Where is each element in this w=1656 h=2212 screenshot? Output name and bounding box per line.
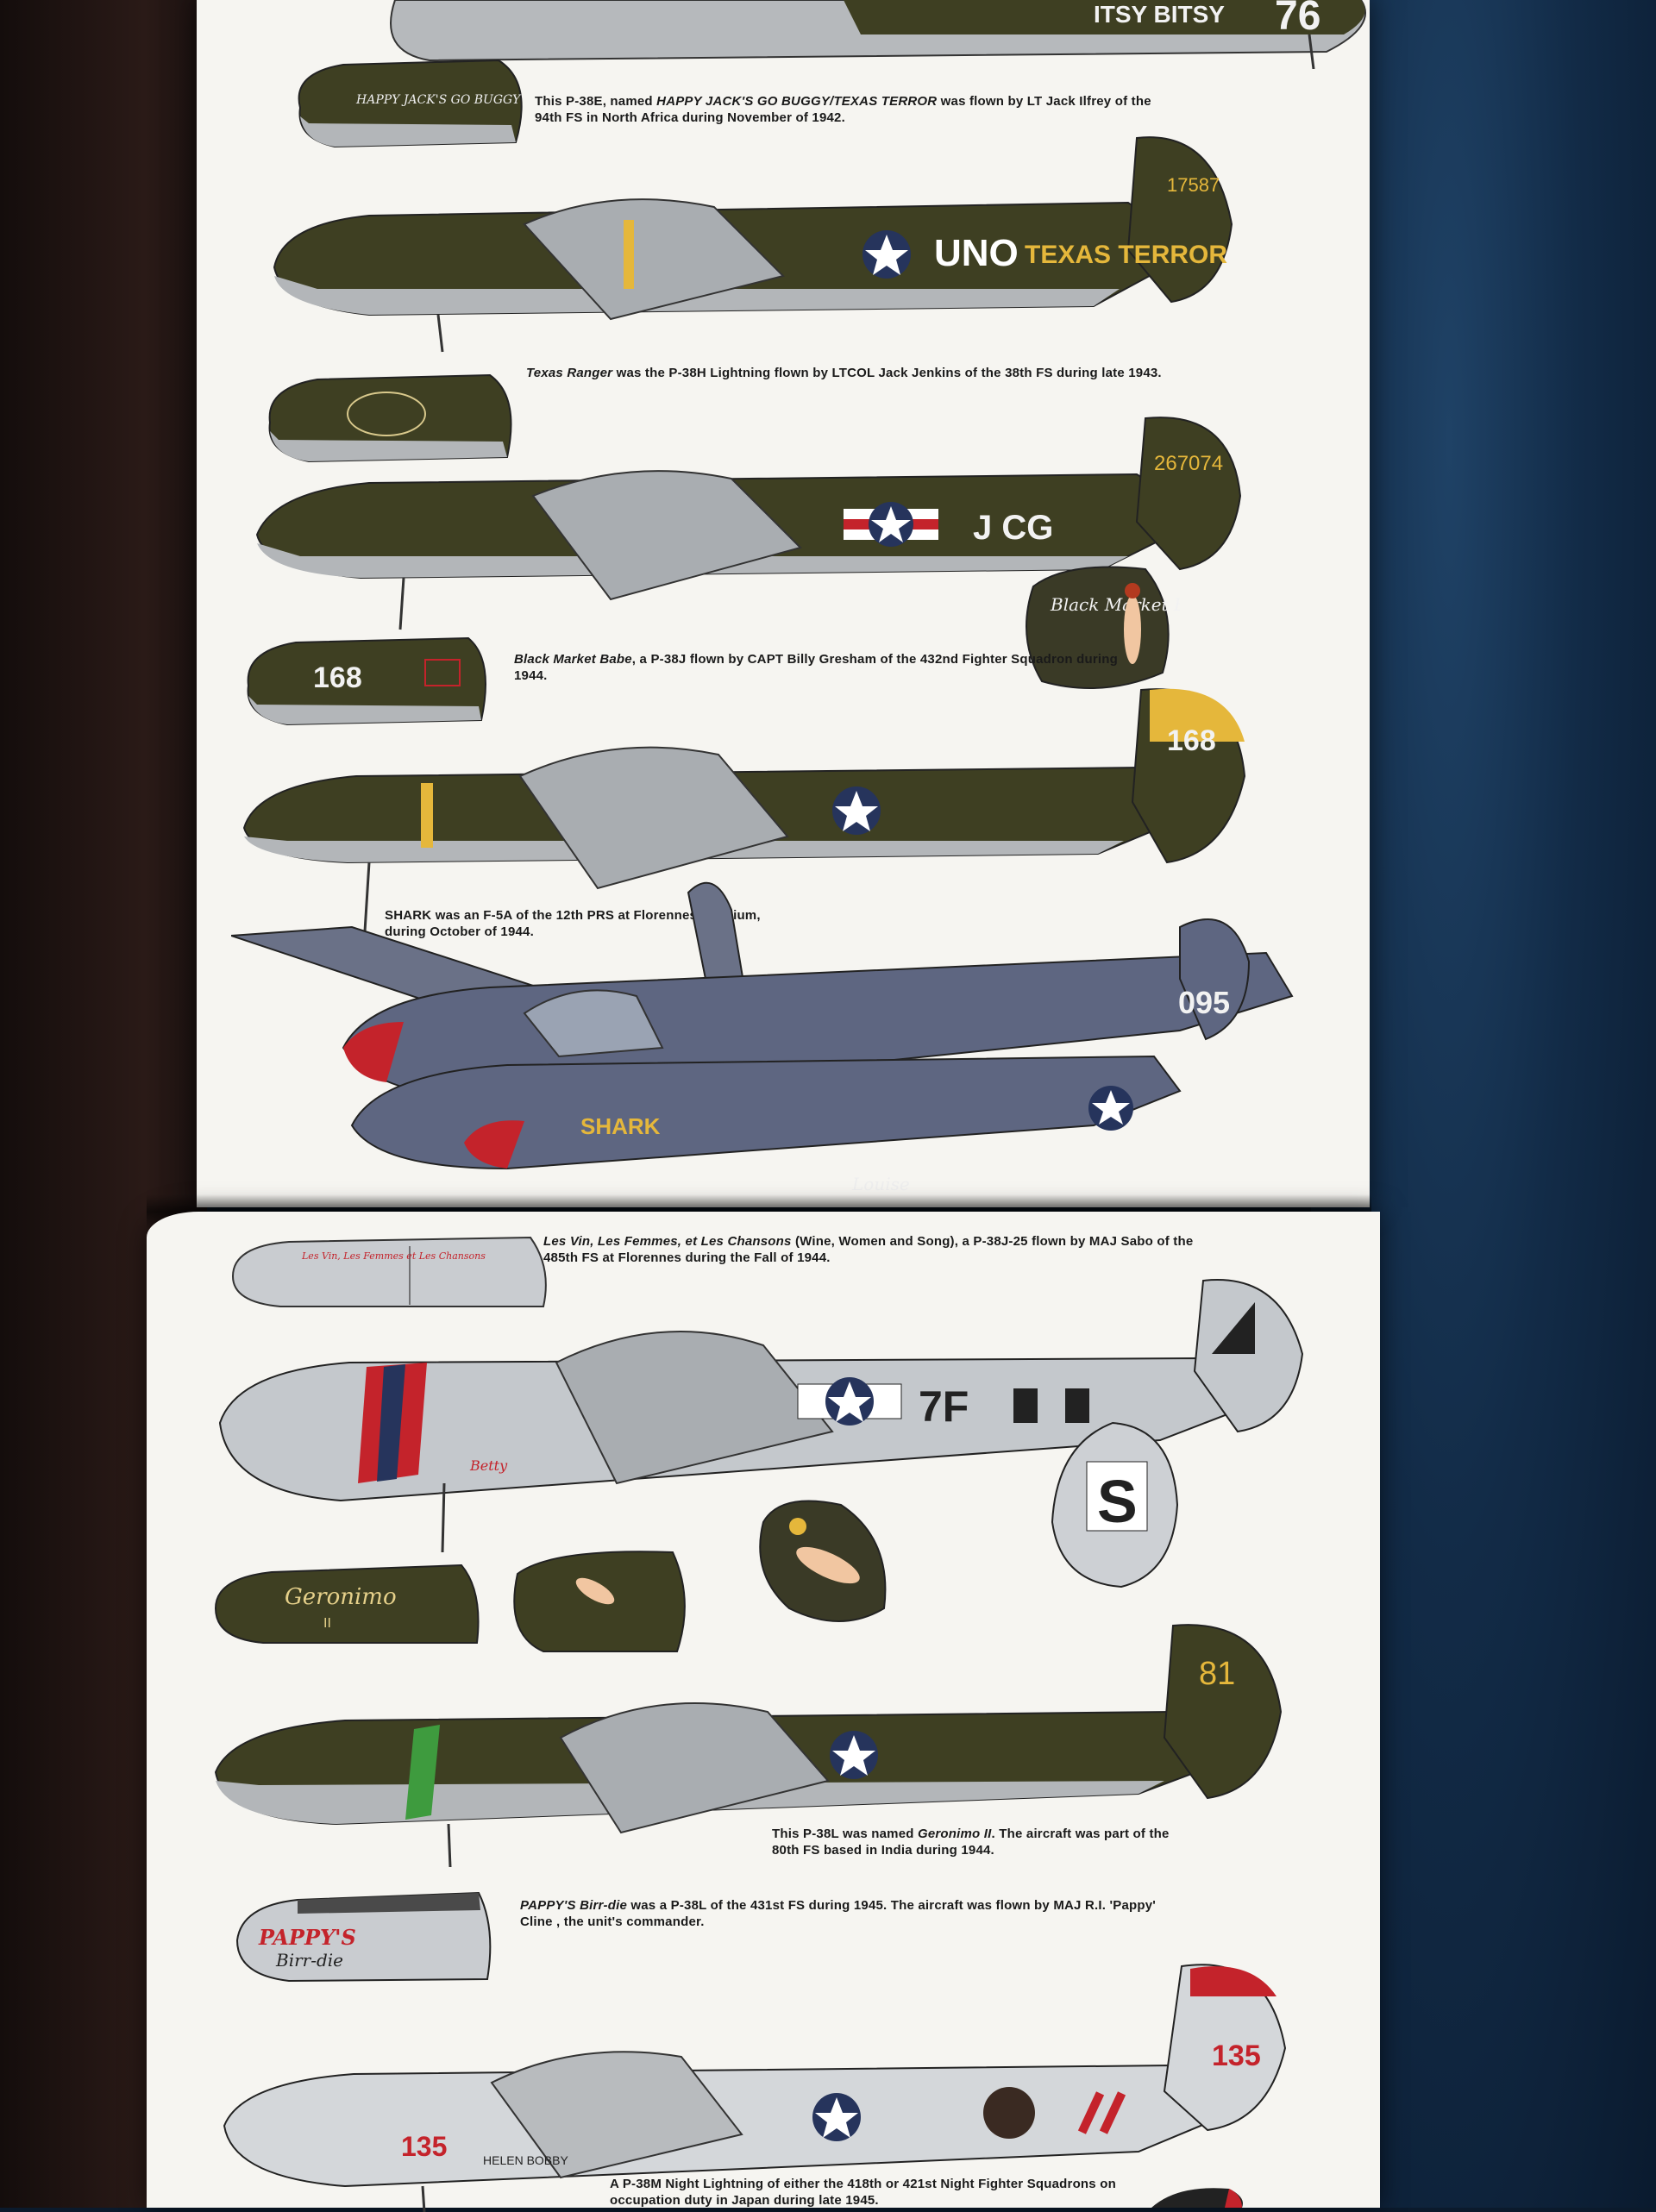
happy-jack-nose-detail: HAPPY JACK'S GO BUGGY bbox=[283, 56, 542, 151]
jcg-code: J CG bbox=[973, 509, 1053, 547]
lower-page: Les Vin, Les Femmes et Les Chansons Les … bbox=[147, 1212, 1380, 2212]
pappys-nose-text: PAPPY'S bbox=[258, 1925, 356, 1950]
itsy-bitsy-number: 76 bbox=[1275, 0, 1320, 39]
happy-jack-caption: This P-38E, named HAPPY JACK'S GO BUGGY/… bbox=[535, 94, 1151, 125]
upper-page: ITSY BITSY 76 HAPPY JACK'S GO BUGGY This… bbox=[197, 0, 1370, 1207]
geronimo-tail-number: 81 bbox=[1199, 1656, 1235, 1692]
les-vin-nose-text: Les Vin, Les Femmes et Les Chansons bbox=[301, 1250, 486, 1262]
bmb-nose-number: 168 bbox=[313, 661, 362, 694]
itsy-bitsy-illustration: ITSY BITSY 76 bbox=[326, 0, 1378, 69]
black-market-babe-art-text: Black Market Babe bbox=[1050, 594, 1180, 615]
night-lightning-caption: A P-38M Night Lightning of either the 41… bbox=[610, 2177, 1116, 2208]
pappy-tail-number: 135 bbox=[1212, 2040, 1261, 2072]
les-vin-caption: Les Vin, Les Femmes, et Les Chansons (Wi… bbox=[543, 1234, 1194, 1265]
geronimo-aircraft: 81 bbox=[207, 1608, 1328, 1867]
geronimo-nose-detail: Geronimo II bbox=[203, 1557, 487, 1651]
helen-bobby-text: HELEN BOBBY bbox=[483, 2153, 568, 2167]
shark-caption: SHARK was an F-5A of the 12th PRS at Flo… bbox=[385, 908, 761, 939]
geronimo-right-nose bbox=[500, 1539, 699, 1660]
louise-nose-text: Louise bbox=[851, 1174, 910, 1194]
texas-ranger-nose-detail bbox=[257, 371, 524, 466]
les-vin-code: 7F bbox=[919, 1382, 969, 1431]
texas-ranger-caption: Texas Ranger was the P-38H Lightning flo… bbox=[526, 366, 1162, 380]
uno-marking: UNO bbox=[934, 232, 1019, 274]
s-tail-detail: S bbox=[1044, 1419, 1182, 1591]
shark-aircraft: 095 SHARK Louise bbox=[231, 875, 1318, 1194]
birrdie-nose-text: Birr-die bbox=[275, 1950, 343, 1971]
les-vin-nose-detail: Les Vin, Les Femmes et Les Chansons bbox=[220, 1229, 556, 1311]
shark-nose-text: SHARK bbox=[580, 1113, 661, 1139]
texas-ranger-aircraft: J CG 267074 bbox=[248, 410, 1283, 634]
bmb-nose-detail: 168 bbox=[235, 634, 494, 729]
pappy-nose-number: 135 bbox=[401, 2131, 447, 2162]
geronimo-roman-numeral: II bbox=[323, 1616, 331, 1631]
pappy-caption: PAPPY'S Birr-die was a P-38L of the 431s… bbox=[520, 1898, 1157, 1929]
night-lightning-tail-partial bbox=[1143, 2184, 1246, 2208]
itsy-bitsy-label: ITSY BITSY bbox=[1094, 1, 1225, 28]
black-market-babe-aircraft: 168 bbox=[235, 681, 1296, 940]
happy-jack-tail-number: 17587 bbox=[1167, 174, 1220, 196]
pappy-nose-detail: PAPPY'S Birr-die bbox=[229, 1884, 496, 1988]
black-market-babe-caption: Black Market Babe, a P-38J flown by CAPT… bbox=[514, 652, 1119, 683]
black-market-babe-nose-art: Black Market Babe bbox=[1016, 561, 1180, 699]
les-vin-aircraft: 7F Betty bbox=[211, 1276, 1324, 1561]
texas-terror-marking: TEXAS TERROR bbox=[1025, 241, 1227, 269]
pappy-aircraft: 135 135 HELEN BOBBY bbox=[216, 1936, 1337, 2212]
betty-nose-text: Betty bbox=[469, 1457, 508, 1474]
geronimo-caption: This P-38L was named Geronimo II. The ai… bbox=[772, 1827, 1170, 1858]
happy-jack-aircraft: UNO TEXAS TERROR 17587 bbox=[266, 121, 1266, 354]
s-tail-letter: S bbox=[1097, 1468, 1138, 1535]
texas-ranger-tail-number: 267074 bbox=[1154, 452, 1223, 475]
bmb-tail-number: 168 bbox=[1167, 724, 1216, 757]
happy-jacks-nose-text: HAPPY JACK'S GO BUGGY bbox=[355, 93, 522, 107]
geronimo-art-text: Geronimo bbox=[285, 1584, 397, 1610]
shark-tail-number: 095 bbox=[1178, 985, 1230, 1020]
pinup-decal bbox=[746, 1488, 901, 1634]
